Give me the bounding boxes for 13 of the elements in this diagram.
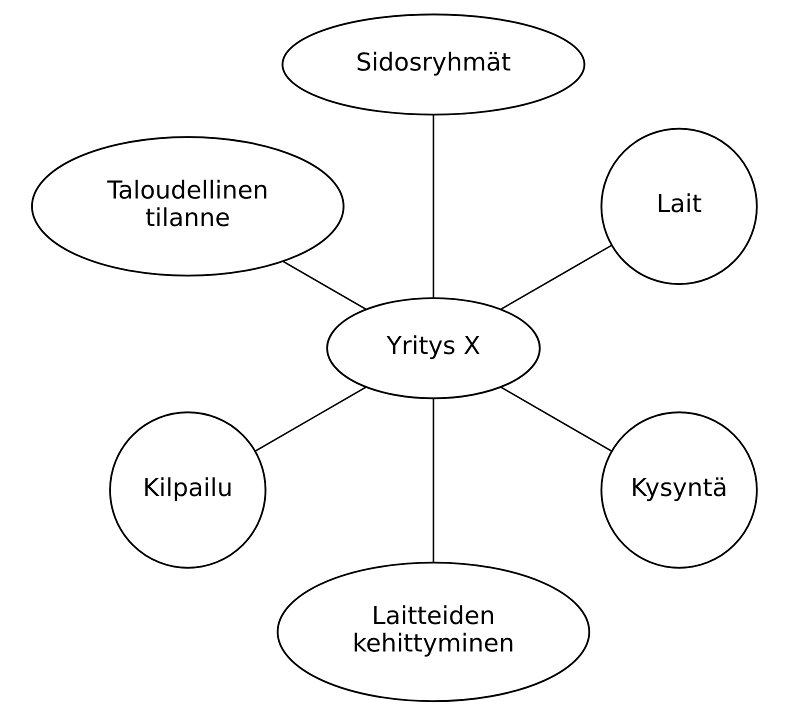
connector [500,244,612,310]
connector [500,386,612,452]
node-ellipse: Yritys X [326,297,541,400]
node-ellipse: Taloudellinen tilanne [31,136,344,277]
connector [283,260,366,310]
node-circle: Kilpailu [109,411,266,569]
connector [432,115,434,298]
node-circle: Kysyntä [600,411,758,569]
node-ellipse: Laitteiden kehittyminen [276,562,590,702]
node-ellipse: Sidosryhmät [282,14,586,116]
node-circle: Lait [600,128,758,285]
connector [254,386,366,452]
connector [432,398,434,562]
